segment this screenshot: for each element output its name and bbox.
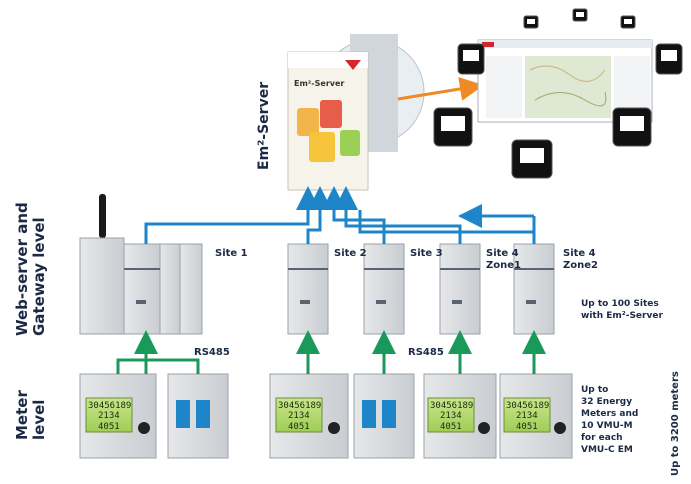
site-4-zone2-label: Site 4 Zone2 (563, 248, 598, 272)
meter-level-line1: Meter (13, 390, 31, 440)
web-access-arrow (397, 77, 484, 101)
meter-reading-line3: 4051 (440, 422, 462, 432)
meter-reading-line3: 4051 (516, 422, 538, 432)
site-4-zone1-label: Site 4 Zone1 (486, 248, 521, 272)
server-software-box: Em²-Server (287, 34, 425, 191)
gateway-level-line2: Gateway level (30, 217, 48, 336)
uplink-lines (144, 186, 536, 244)
meter-reading-line2: 2134 (516, 411, 538, 421)
rs485-left-label: RS485 (194, 347, 230, 358)
sites-capacity-note: Up to 100 Sites with Em²-Server (581, 298, 663, 322)
site-2-label: Site 2 (334, 248, 367, 259)
meters-note-line6: VMU-C EM (581, 445, 633, 455)
meters-note-line1: Up to (581, 385, 609, 395)
meter-reading-line1: 30456189 (88, 401, 131, 411)
gateway-modules (79, 237, 555, 335)
meters-capacity-note: Up to 32 Energy Meters and 10 VMU-M for … (581, 384, 638, 456)
meters-note-line3: Meters and (581, 409, 639, 419)
meter-reading-line1: 30456189 (506, 401, 549, 411)
site-1-label: Site 1 (215, 248, 248, 259)
site-4-zone2-line1: Site 4 (563, 248, 596, 259)
meter-reading-line3: 4051 (288, 422, 310, 432)
meters-note-line2: 32 Energy (581, 397, 633, 407)
meters-note-line4: 10 VMU-M (581, 421, 633, 431)
gsm-antenna (99, 194, 106, 238)
meter-reading-line3: 4051 (98, 422, 120, 432)
sites-note-line1: Up to 100 Sites (581, 299, 659, 309)
site-3-label: Site 3 (410, 248, 443, 259)
server-title: Em²-Server (256, 81, 272, 170)
rs485-lines (116, 330, 546, 374)
total-meters-note: Up to 3200 meters (670, 371, 681, 476)
meter-reading-line1: 30456189 (430, 401, 473, 411)
site-4-zone1-line2: Zone1 (486, 260, 521, 271)
meter-level-label: Meter level (13, 390, 48, 440)
energy-meters (79, 373, 573, 459)
meter-level-line2: level (30, 399, 48, 440)
meter-reading-line1: 30456189 (278, 401, 321, 411)
meter-reading-line2: 2134 (288, 411, 310, 421)
server-box-title: Em²-Server (294, 79, 344, 88)
meter-reading-line2: 2134 (98, 411, 120, 421)
rs485-right-label: RS485 (408, 347, 444, 358)
meter-reading-line2: 2134 (440, 411, 462, 421)
site-4-zone1-line1: Site 4 (486, 248, 519, 259)
gateway-level-label: Web-server and Gateway level (13, 202, 48, 336)
sites-note-line2: with Em²-Server (581, 311, 663, 321)
meters-note-line5: for each (581, 433, 623, 443)
gateway-level-line1: Web-server and (13, 202, 31, 336)
site-4-zone2-line2: Zone2 (563, 260, 598, 271)
